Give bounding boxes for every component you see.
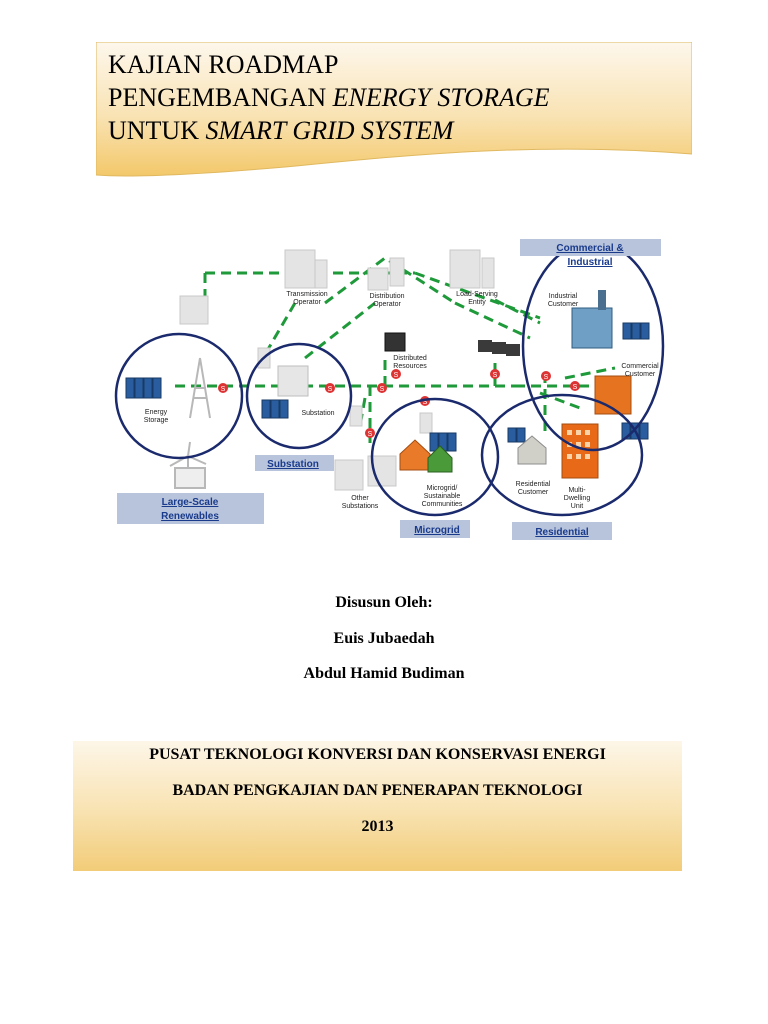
residential-circle — [480, 393, 644, 517]
title-line-1: KAJIAN ROADMAP — [108, 50, 339, 79]
author-name: Euis Jubaedah — [333, 629, 435, 647]
svg-text:S: S — [328, 386, 333, 393]
svg-text:S: S — [380, 386, 385, 393]
substation-circle — [245, 342, 353, 450]
title-line-3-prefix: UNTUK — [108, 116, 206, 145]
svg-text:Residential: Residential — [535, 527, 589, 538]
meter-icon: S — [218, 383, 228, 393]
title-line-3-italic: SMART GRID SYSTEM — [205, 116, 454, 145]
meter-icon: S — [541, 371, 551, 381]
svg-text:Commercial &: Commercial & — [556, 243, 623, 254]
authors-section: Disusun Oleh: Euis Jubaedah Abdul Hamid … — [0, 591, 768, 698]
svg-text:Renewables: Renewables — [161, 511, 219, 522]
svg-text:S: S — [573, 384, 578, 391]
category-label-substation: Substation — [255, 455, 334, 471]
category-label-microgrid: Microgrid — [400, 520, 470, 538]
meter-icon: S — [391, 369, 401, 379]
authors-heading: Disusun Oleh: — [335, 594, 433, 611]
svg-text:Microgrid: Microgrid — [414, 525, 460, 536]
institution-box — [73, 741, 682, 871]
author-name: Abdul Hamid Budiman — [303, 665, 465, 682]
institution-section: PUSAT TEKNOLOGI KONVERSI DAN KONSERVASI … — [73, 743, 682, 851]
category-label-commercial-industrial: Commercial & Industrial — [520, 239, 661, 268]
title-line-2-italic: ENERGY STORAGE — [332, 83, 550, 112]
svg-text:S: S — [221, 386, 226, 393]
large-scale-renewables-circle — [114, 332, 244, 460]
institution-name: PUSAT TEKNOLOGI KONVERSI DAN KONSERVASI … — [149, 746, 606, 763]
meter-icon: S — [570, 381, 580, 391]
svg-text:S: S — [394, 372, 399, 379]
svg-text:Industrial: Industrial — [567, 257, 612, 268]
title-banner — [96, 42, 692, 178]
category-label-residential: Residential — [512, 522, 612, 540]
svg-text:S: S — [423, 399, 428, 406]
document-title: KAJIAN ROADMAP PENGEMBANGAN ENERGY STORA… — [108, 48, 678, 147]
publication-year: 2013 — [361, 818, 394, 835]
label-substation: Substation — [301, 410, 334, 417]
meter-icon: S — [377, 383, 387, 393]
category-label-large-scale-renewables: Large-Scale Renewables — [117, 493, 264, 524]
microgrid-circle — [370, 397, 500, 517]
microgrid-houses-icon — [399, 439, 453, 473]
industrial-customer-icon — [571, 290, 613, 349]
distributed-resources-icon — [384, 332, 520, 356]
residential-customer-icon — [517, 435, 547, 465]
agency-name: BADAN PENGKAJIAN DAN PENERAPAN TEKNOLOGI — [172, 782, 583, 799]
title-banner-background — [96, 42, 692, 177]
svg-text:S: S — [544, 374, 549, 381]
meter-icon: S — [325, 383, 335, 393]
svg-text:S: S — [493, 372, 498, 379]
substation-icon — [277, 365, 309, 397]
meter-icons: S S S S S S S S S — [218, 369, 580, 438]
meter-icon: S — [365, 428, 375, 438]
svg-text:Large-Scale: Large-Scale — [162, 497, 219, 508]
tower-icon — [169, 357, 211, 489]
title-line-2-prefix: PENGEMBANGAN — [108, 83, 333, 112]
svg-text:S: S — [368, 431, 373, 438]
meter-icon: S — [490, 369, 500, 379]
svg-text:Substation: Substation — [267, 459, 319, 470]
zone-circles — [114, 240, 665, 517]
